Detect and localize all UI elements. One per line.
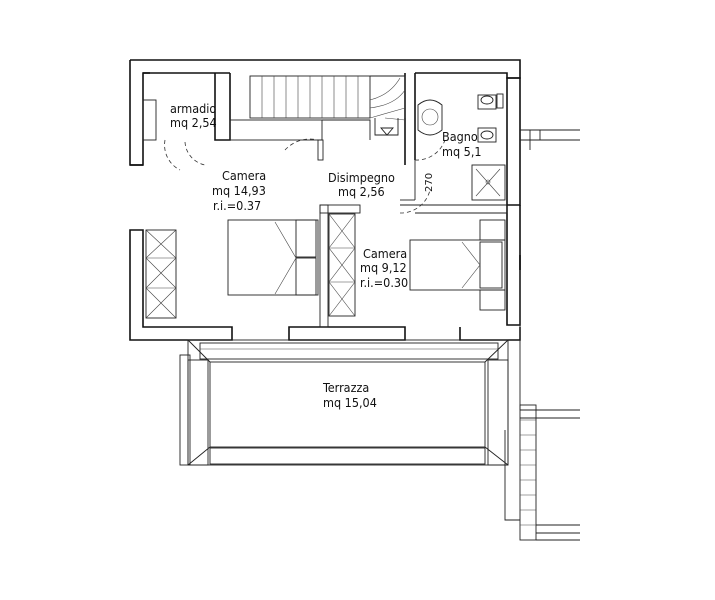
armadio-area: mq 2,54 bbox=[170, 115, 217, 130]
staircase bbox=[249, 75, 406, 136]
terrazza-name: Terrazza bbox=[322, 380, 369, 395]
door-height-label: 270 bbox=[424, 173, 435, 192]
armadio-name: armadio bbox=[170, 101, 216, 116]
door-swings bbox=[164, 138, 446, 214]
bagno-name: Bagno bbox=[442, 129, 478, 144]
wardrobes bbox=[145, 213, 356, 319]
camera1-ri: r.i.=0.37 bbox=[213, 198, 261, 213]
camera2-name: Camera bbox=[363, 246, 407, 261]
interior-walls bbox=[142, 99, 508, 328]
bagno-area: mq 5,1 bbox=[442, 144, 482, 159]
beds bbox=[227, 219, 506, 311]
disimpegno-area: mq 2,56 bbox=[338, 184, 385, 199]
terrace bbox=[179, 339, 509, 466]
camera1-area: mq 14,93 bbox=[212, 183, 266, 198]
camera2-area: mq 9,12 bbox=[360, 260, 407, 275]
camera1-name: Camera bbox=[222, 168, 266, 183]
terrazza-area: mq 15,04 bbox=[323, 395, 377, 410]
exterior-right bbox=[504, 129, 580, 541]
camera2-ri: r.i.=0.30 bbox=[360, 275, 408, 290]
room-labels: armadio mq 2,54 Camera mq 14,93 r.i.=0.3… bbox=[170, 101, 482, 410]
disimpegno-name: Disimpegno bbox=[328, 170, 395, 185]
bathroom-fixtures bbox=[417, 93, 506, 201]
